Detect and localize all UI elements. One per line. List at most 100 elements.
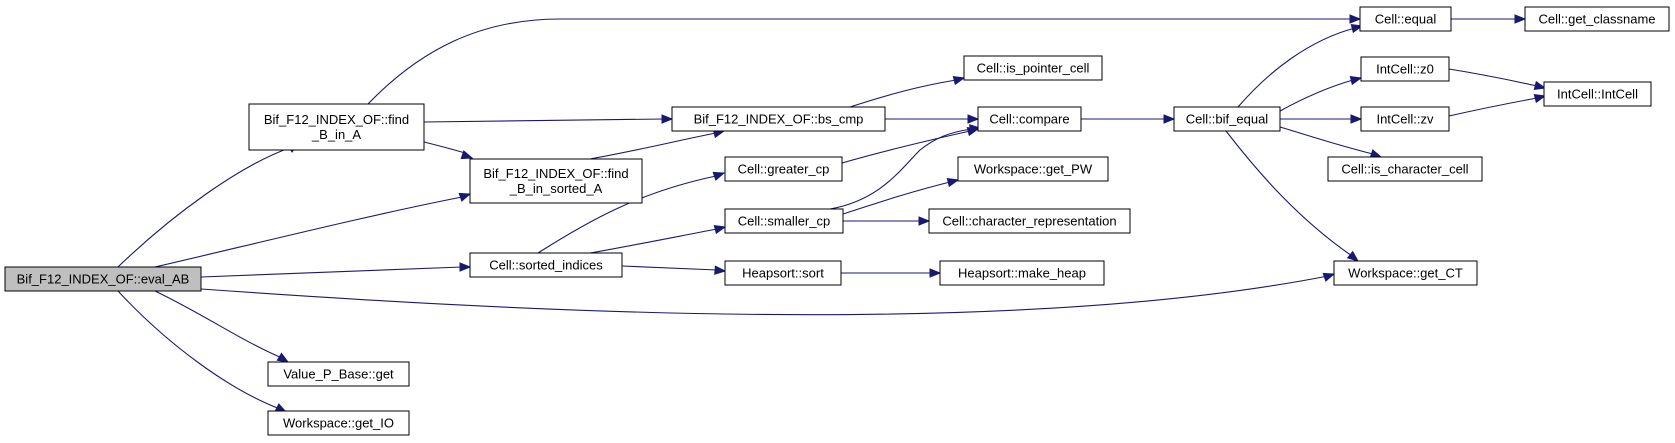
node-box [671,106,886,132]
node-label: Workspace::get_PW [974,162,1093,177]
node-box [1543,81,1652,107]
node-label: Cell::is_pointer_cell [977,61,1090,76]
edge-eval_ab-to-workspace_get_ct [200,272,1336,316]
node-box [928,208,1131,234]
node-label: IntCell::z0 [1376,62,1434,77]
node-smaller-cp[interactable]: Cell::smaller_cp [724,208,844,234]
edge-find_b_in_a-to-bs_cmp [423,114,674,124]
node-box [4,266,202,292]
edge-line [423,141,466,154]
node-intcell-ctor[interactable]: IntCell::IntCell [1543,81,1652,107]
edge-line [1448,68,1538,87]
node-workspace-get-pw[interactable]: Workspace::get_PW [957,156,1109,182]
node-make-heap[interactable]: Heapsort::make_heap [939,260,1105,286]
node-label: Bif_F12_INDEX_OF::find [264,112,409,127]
node-find-b-in-a[interactable]: Bif_F12_INDEX_OF::find_B_in_A [248,103,425,151]
edge-intcell_z0-to-intcell_ctor [1448,68,1547,91]
arrowhead [713,224,727,235]
arrowhead [929,268,942,278]
node-label: Bif_F12_INDEX_OF::find [483,166,628,181]
arrowhead [714,265,727,275]
arrowhead [1350,23,1364,34]
edge-sorted_indices-to-smaller_cp [589,224,727,254]
node-workspace-get-ct[interactable]: Workspace::get_CT [1333,260,1478,286]
edge-heapsort_sort-to-make_heap [841,268,942,278]
node-box [963,55,1103,81]
edges-layer [117,14,1547,413]
node-label: _B_in_sorted_A [509,181,603,196]
edge-line [537,175,717,254]
node-intcell-zv[interactable]: IntCell::zv [1360,106,1450,132]
edge-smaller_cp-to-workspace_get_pw [842,177,960,215]
node-label: Cell::bif_equal [1186,112,1268,127]
node-heapsort-sort[interactable]: Heapsort::sort [724,260,842,286]
node-box [1333,260,1478,286]
node-label: Heapsort::sort [742,266,824,281]
edge-find_b_in_a-to-equal [367,14,1362,105]
edge-line [589,132,717,160]
arrowhead [918,216,931,226]
node-label: Cell::greater_cp [738,162,830,177]
node-box [267,410,410,436]
edge-bs_cmp-to-compare [885,114,980,124]
node-compare[interactable]: Cell::compare [977,106,1082,132]
arrowhead [1322,272,1336,282]
node-intcell-z0[interactable]: IntCell::z0 [1360,56,1450,82]
node-is-pointer-cell[interactable]: Cell::is_pointer_cell [963,55,1103,81]
node-label: Value_P_Base::get [283,367,394,382]
node-label: Heapsort::make_heap [958,266,1086,281]
node-box [724,208,844,234]
node-bs-cmp[interactable]: Bif_F12_INDEX_OF::bs_cmp [671,106,886,132]
edge-eval_ab-to-find_b_in_a [117,142,300,268]
node-eval-ab[interactable]: Bif_F12_INDEX_OF::eval_AB [4,266,202,292]
node-value-p-base-get[interactable]: Value_P_Base::get [267,361,410,387]
edge-compare-to-bif_equal [1081,114,1176,124]
edge-line [154,196,463,268]
arrowhead [458,192,472,202]
edge-bs_cmp-to-is_pointer_cell [849,75,966,108]
arrowhead [712,171,726,181]
node-workspace-get-io[interactable]: Workspace::get_IO [267,410,410,436]
node-label: Workspace::get_CT [1348,266,1463,281]
node-get-classname[interactable]: Cell::get_classname [1524,6,1670,32]
node-box [724,156,843,182]
arrowhead [1369,149,1383,159]
node-box [267,361,410,387]
node-box [1327,156,1483,182]
arrowhead [969,124,982,134]
node-label: Workspace::get_IO [283,416,394,431]
arrowhead [276,352,290,363]
arrowhead [1349,75,1363,86]
node-is-character-cell[interactable]: Cell::is_character_cell [1327,156,1483,182]
arrowhead [1533,80,1547,91]
arrowhead [1350,114,1363,124]
edge-eval_ab-to-workspace_get_io [117,290,288,413]
node-equal[interactable]: Cell::equal [1359,6,1452,32]
edge-line [1279,79,1354,112]
node-bif-equal[interactable]: Cell::bif_equal [1173,106,1281,132]
node-box [248,103,425,151]
node-label: Cell::is_character_cell [1341,162,1468,177]
arrowhead [1514,14,1527,24]
node-label: Cell::compare [989,112,1069,127]
edge-line [154,290,283,359]
edge-line [1225,130,1353,257]
edge-line [367,18,1352,105]
node-find-b-in-sorted-a[interactable]: Bif_F12_INDEX_OF::find_B_in_sorted_A [469,158,643,204]
node-character-representation[interactable]: Cell::character_representation [928,208,1131,234]
node-greater-cp[interactable]: Cell::greater_cp [724,156,843,182]
node-label: Bif_F12_INDEX_OF::eval_AB [17,272,190,287]
edge-line [423,118,665,123]
edge-line [841,130,971,164]
edge-find_b_in_a-to-find_b_in_sorted_a [423,141,474,160]
arrowhead [1163,114,1176,124]
node-label: Cell::equal [1375,12,1437,27]
edge-line [1448,97,1538,117]
edge-bif_equal-to-intcell_zv [1280,114,1363,124]
edge-line [589,228,718,254]
node-sorted-indices[interactable]: Cell::sorted_indices [469,252,623,278]
arrowhead [952,75,966,86]
node-label: IntCell::zv [1376,112,1434,127]
node-label: Cell::sorted_indices [489,258,603,273]
